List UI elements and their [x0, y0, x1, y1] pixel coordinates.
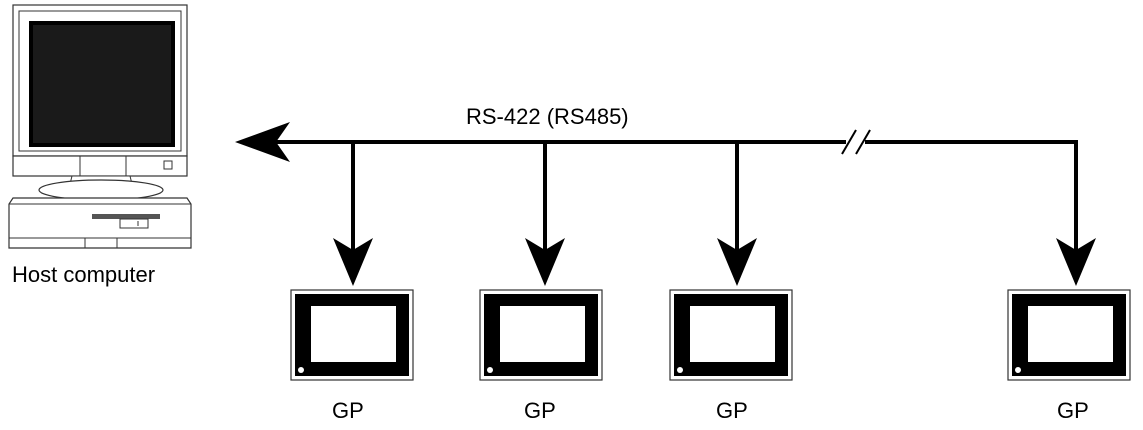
- line-break-mark: [855, 129, 871, 155]
- device-drops: [333, 142, 1096, 286]
- arrow-down-icon: [1056, 238, 1096, 286]
- gp-screen: [500, 306, 585, 362]
- gp-label-1: GP: [332, 398, 364, 423]
- gp-device-1: [290, 289, 414, 381]
- power-button-icon: [163, 160, 173, 170]
- status-led-icon: [677, 367, 683, 373]
- gp-device-2: [479, 289, 603, 381]
- arrow-down-icon: [333, 238, 373, 286]
- arrow-down-icon: [717, 238, 757, 286]
- gp-label-3: GP: [716, 398, 748, 423]
- bus-label: RS-422 (RS485): [466, 104, 629, 129]
- drop-arrow-2: [525, 142, 565, 286]
- gp-screen: [690, 306, 775, 362]
- gp-screen: [311, 306, 396, 362]
- gp-device-4: [1007, 289, 1131, 381]
- drop-arrow-4: [1056, 238, 1096, 286]
- arrow-left-icon: [235, 122, 290, 162]
- gp-label-4: GP: [1057, 398, 1089, 423]
- host-computer-icon: [8, 4, 192, 249]
- drop-arrow-3: [717, 142, 757, 286]
- status-led-icon: [487, 367, 493, 373]
- status-led-icon: [298, 367, 304, 373]
- gp-screen: [1028, 306, 1113, 362]
- host-computer-label: Host computer: [12, 262, 156, 287]
- rs422-bus-line: [235, 122, 1078, 243]
- arrow-down-icon: [525, 238, 565, 286]
- gp-device-3: [669, 289, 793, 381]
- floppy-drive-icon: [92, 214, 160, 219]
- status-led-icon: [1015, 367, 1021, 373]
- gp-label-2: GP: [524, 398, 556, 423]
- line-break-mark: [841, 129, 857, 155]
- drop-arrow-1: [333, 142, 373, 286]
